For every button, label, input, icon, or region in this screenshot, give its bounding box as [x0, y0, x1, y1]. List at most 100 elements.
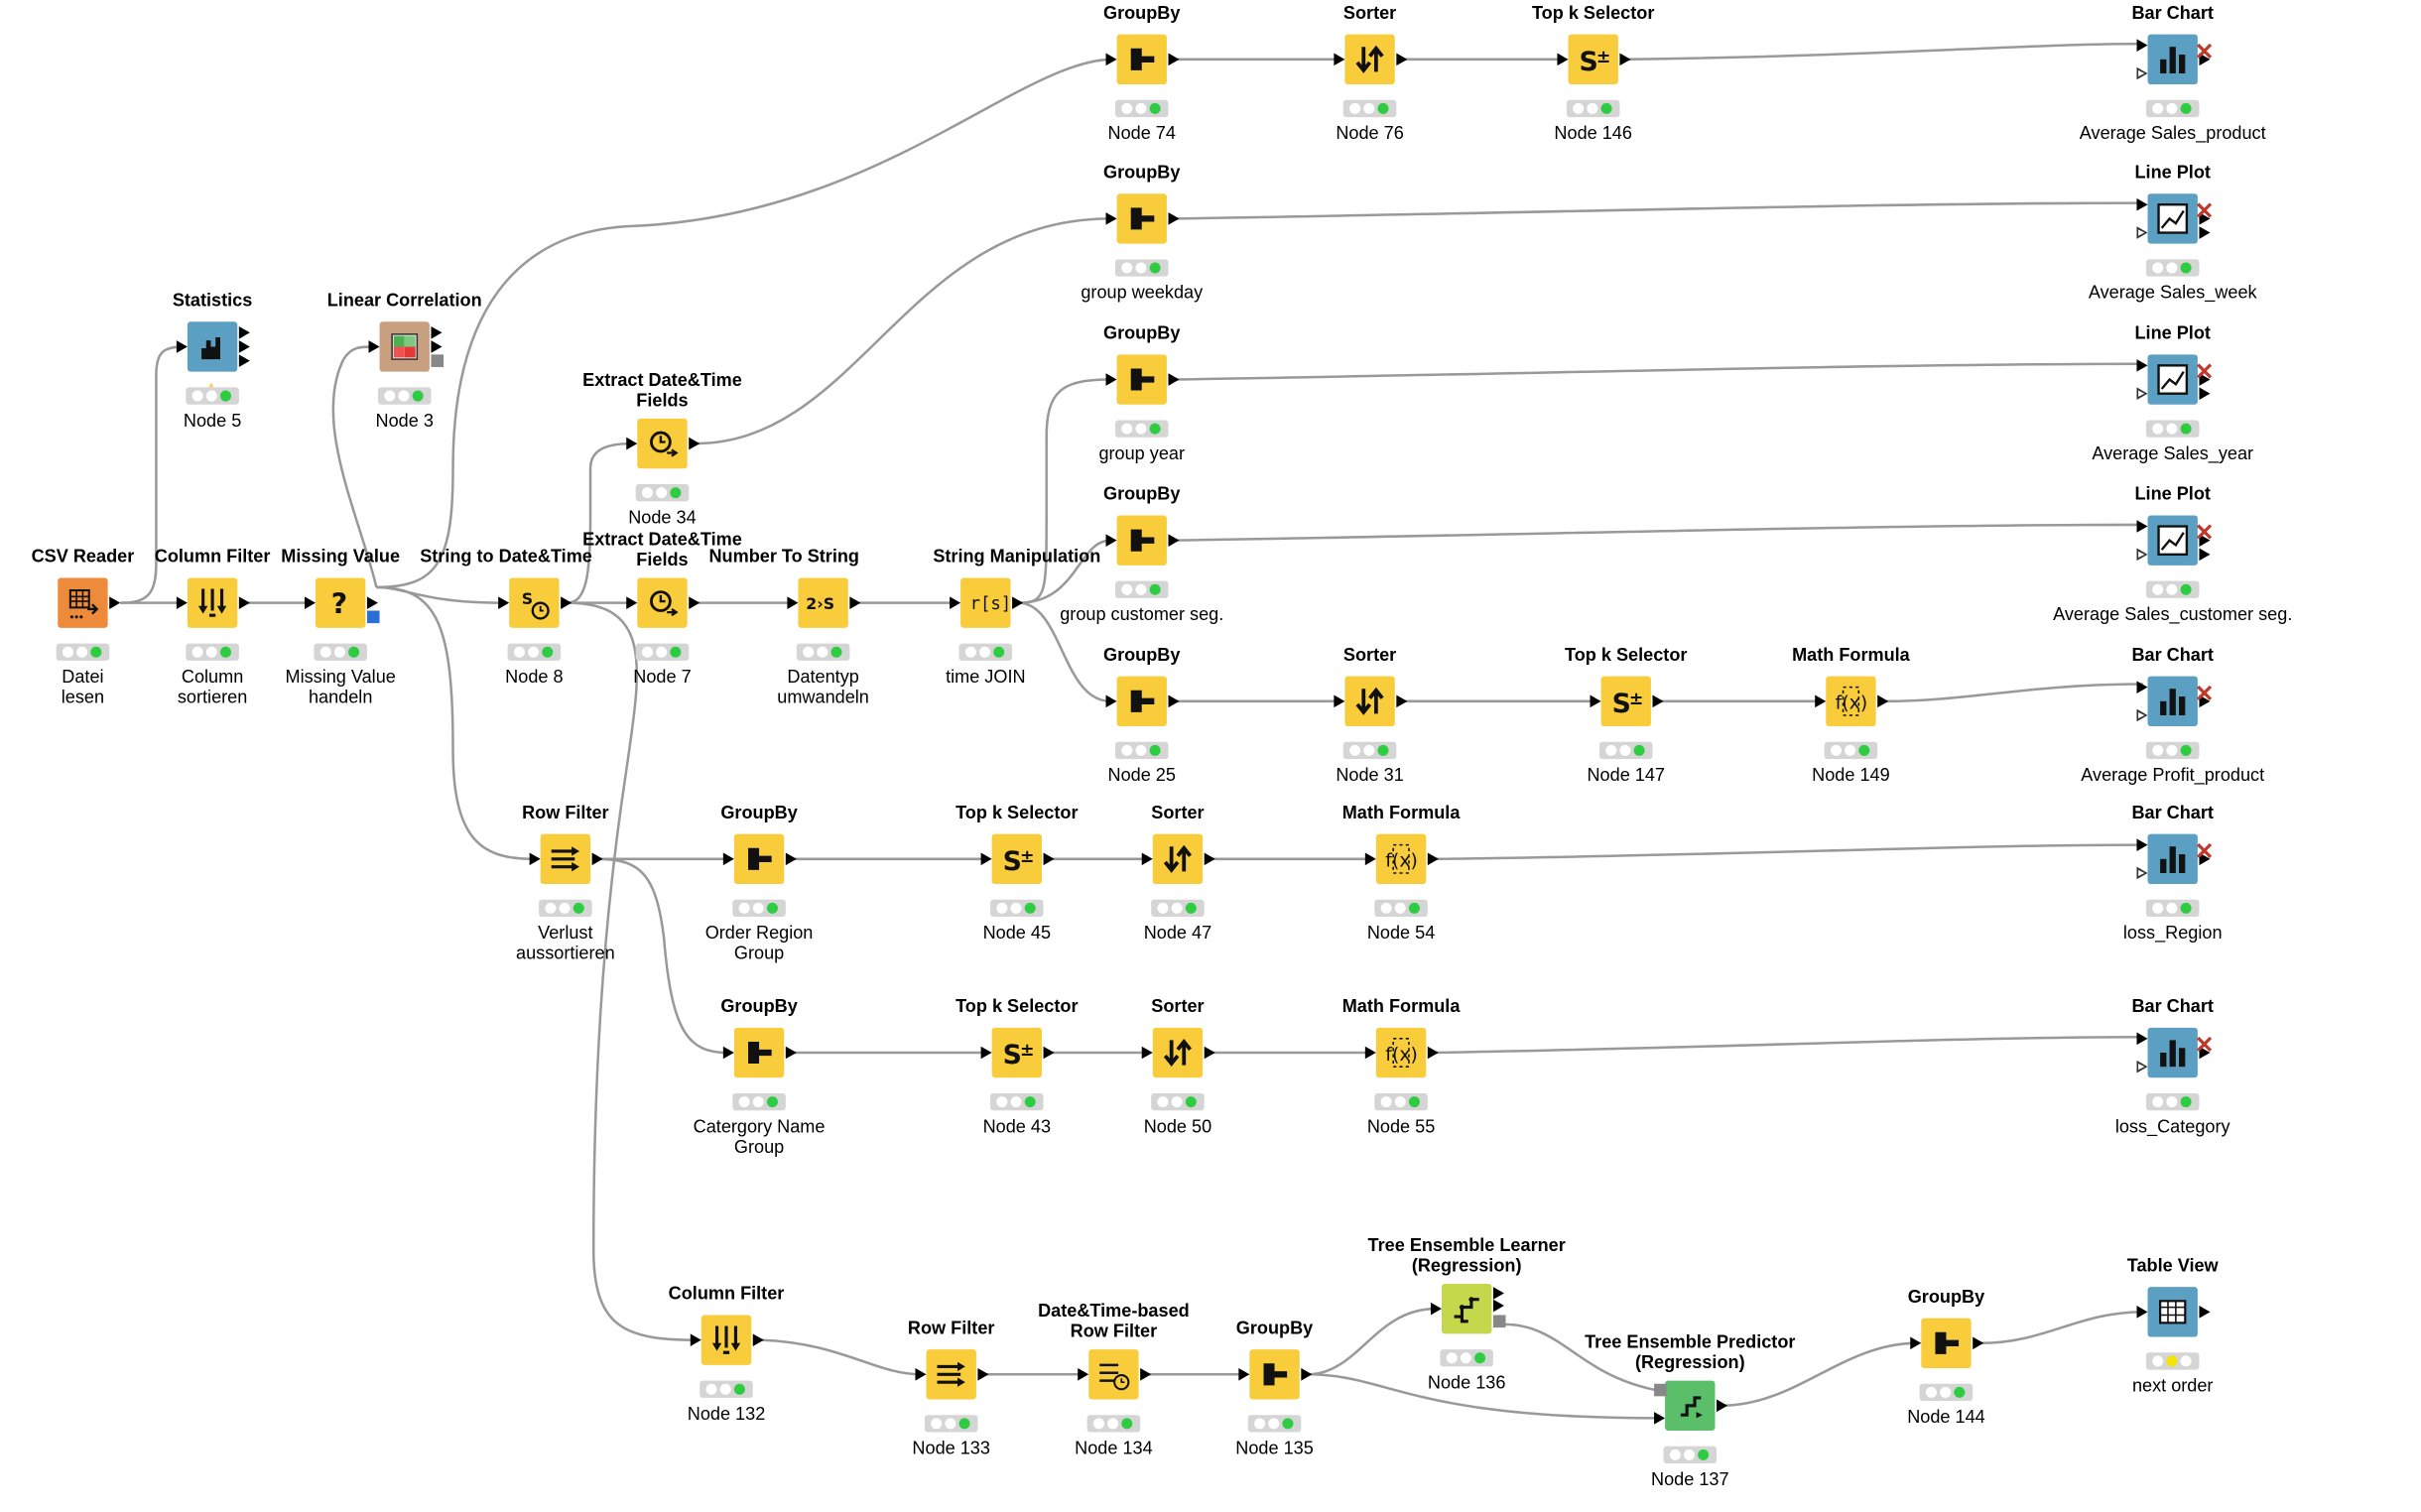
output-port[interactable]: [1168, 694, 1180, 708]
node-label[interactable]: Node 25: [1107, 766, 1176, 786]
workflow-node[interactable]: Line Plot✕Average Sales_customer seg.: [2016, 486, 2329, 625]
node-label[interactable]: Node 133: [912, 1440, 990, 1459]
model-port[interactable]: [1654, 1383, 1667, 1397]
output-port[interactable]: [1141, 852, 1153, 866]
workflow-node[interactable]: Bar Chart✕loss_Region: [2016, 805, 2329, 944]
output-port[interactable]: [2199, 1306, 2211, 1319]
output-port[interactable]: [980, 852, 992, 866]
node-label[interactable]: Node 45: [982, 924, 1052, 944]
node-label[interactable]: Node 147: [1587, 766, 1665, 786]
node-label[interactable]: Average Profit_product: [2081, 766, 2265, 786]
sorter-icon[interactable]: [1152, 833, 1204, 884]
node-label[interactable]: group year: [1098, 444, 1186, 464]
node-label[interactable]: Node 146: [1554, 124, 1632, 144]
input-port[interactable]: [2136, 708, 2148, 722]
tree-ensemble-learner-icon[interactable]: [1441, 1283, 1492, 1334]
output-port[interactable]: [2136, 39, 2148, 52]
sorter-icon[interactable]: [1152, 1027, 1204, 1078]
output-port[interactable]: [238, 596, 250, 609]
node-label[interactable]: group customer seg.: [1060, 605, 1224, 625]
node-label[interactable]: Average Sales_customer seg.: [2053, 605, 2293, 625]
node-label[interactable]: Verlust aussortieren: [516, 924, 615, 963]
model-port[interactable]: [366, 610, 380, 624]
output-port[interactable]: [2199, 852, 2211, 866]
csv-reader-icon[interactable]: [58, 577, 108, 628]
input-port[interactable]: [2136, 866, 2148, 880]
output-port[interactable]: [626, 437, 638, 450]
groupby-icon[interactable]: [733, 833, 785, 884]
row-filter-icon[interactable]: [540, 833, 591, 884]
groupby-icon[interactable]: [733, 1027, 785, 1078]
output-port[interactable]: [238, 354, 250, 367]
output-port[interactable]: [980, 1046, 992, 1060]
output-port[interactable]: [1168, 53, 1180, 66]
workflow-node[interactable]: Line Plot✕Average Sales_year: [2016, 324, 2329, 463]
output-port[interactable]: [1334, 53, 1345, 66]
top-k-selector-icon[interactable]: S±: [991, 1027, 1042, 1078]
output-port[interactable]: [752, 1333, 764, 1346]
output-port[interactable]: [2199, 548, 2211, 562]
output-port[interactable]: [977, 1367, 989, 1381]
extract-datetime-icon[interactable]: [637, 418, 688, 469]
groupby-icon[interactable]: [1116, 34, 1167, 85]
output-port[interactable]: [304, 596, 316, 609]
node-label[interactable]: Node 54: [1366, 924, 1436, 944]
output-port[interactable]: [1043, 852, 1055, 866]
groupby-icon[interactable]: [1921, 1318, 1972, 1368]
output-port[interactable]: [176, 340, 188, 353]
output-port[interactable]: [1396, 53, 1408, 66]
output-port[interactable]: [2199, 226, 2211, 239]
math-formula-icon[interactable]: f(x): [1375, 833, 1427, 884]
node-label[interactable]: group weekday: [1081, 284, 1204, 304]
top-k-selector-icon[interactable]: S±: [1600, 676, 1651, 727]
node-label[interactable]: Node 132: [687, 1405, 766, 1425]
top-k-selector-icon[interactable]: S±: [991, 833, 1042, 884]
output-port[interactable]: [1877, 694, 1889, 708]
node-label[interactable]: Node 136: [1427, 1374, 1506, 1394]
node-label[interactable]: Node 76: [1336, 124, 1404, 144]
groupby-icon[interactable]: [1116, 515, 1167, 566]
output-port[interactable]: [1168, 212, 1180, 225]
output-port[interactable]: [950, 596, 961, 609]
output-port[interactable]: [2199, 534, 2211, 547]
output-port[interactable]: [591, 852, 603, 866]
output-port[interactable]: [109, 596, 121, 609]
output-port[interactable]: [787, 596, 799, 609]
node-label[interactable]: loss_Region: [2122, 924, 2223, 944]
output-port[interactable]: [431, 326, 443, 339]
bar-chart-icon[interactable]: [2147, 833, 2198, 884]
node-label[interactable]: Average Sales_week: [2088, 284, 2257, 304]
bar-chart-icon[interactable]: [2147, 676, 2198, 727]
node-label[interactable]: next order: [2131, 1377, 2214, 1397]
bar-chart-icon[interactable]: [2147, 34, 2198, 85]
correlation-icon[interactable]: [379, 321, 430, 372]
node-label[interactable]: Column sortieren: [177, 668, 248, 707]
node-label[interactable]: Node 34: [628, 509, 697, 529]
output-port[interactable]: [498, 596, 510, 609]
output-port[interactable]: [1973, 1336, 1984, 1350]
input-port[interactable]: [2136, 548, 2148, 562]
output-port[interactable]: [2199, 1046, 2211, 1060]
workflow-node[interactable]: Statistics⚠Node 5: [57, 292, 369, 431]
output-port[interactable]: [1043, 1046, 1055, 1060]
output-port[interactable]: [1078, 1367, 1089, 1381]
workflow-node[interactable]: Bar Chart✕loss_Category: [2016, 998, 2329, 1137]
statistics-icon[interactable]: [187, 321, 238, 372]
